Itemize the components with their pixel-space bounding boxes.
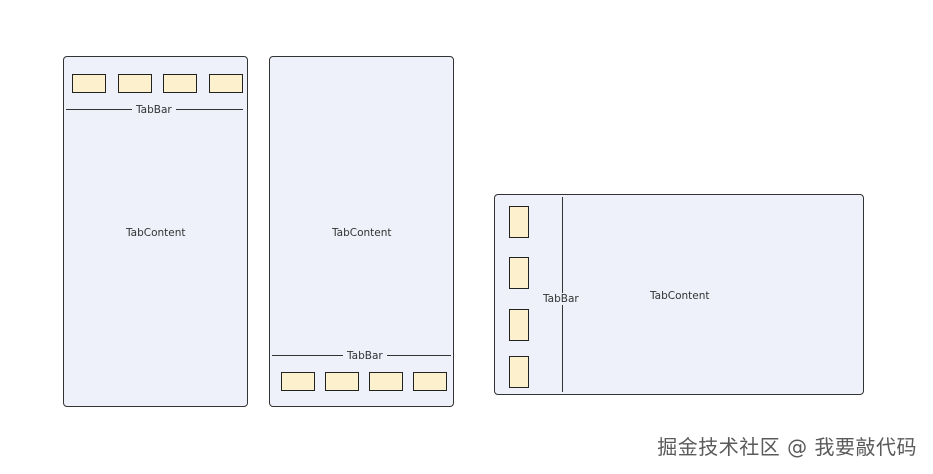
layout-tabbar-top: TabBar TabContent (63, 56, 248, 407)
left-tab-3 (509, 309, 529, 341)
watermark-text: 掘金技术社区 @ 我要敲代码 (657, 435, 917, 459)
top-tab-1 (72, 74, 106, 93)
bottom-tab-2 (325, 372, 359, 391)
bottom-tab-3 (369, 372, 403, 391)
top-tabbar-label: TabBar (132, 104, 176, 116)
bottom-tab-4 (413, 372, 447, 391)
top-tab-4 (209, 74, 243, 93)
layout-tabbar-bottom: TabContent TabBar (269, 56, 454, 407)
layout-tabbar-left: TabBar TabContent (494, 194, 864, 395)
top-tab-2 (118, 74, 152, 93)
left-tab-4 (509, 356, 529, 388)
left-tab-1 (509, 206, 529, 238)
top-tab-3 (163, 74, 197, 93)
bottom-content-label: TabContent (332, 227, 392, 239)
top-content-label: TabContent (126, 227, 186, 239)
left-content-label: TabContent (650, 290, 710, 302)
left-tabbar-label: TabBar (541, 293, 581, 305)
left-tab-2 (509, 257, 529, 289)
bottom-tabbar-label: TabBar (343, 350, 387, 362)
bottom-tab-1 (281, 372, 315, 391)
